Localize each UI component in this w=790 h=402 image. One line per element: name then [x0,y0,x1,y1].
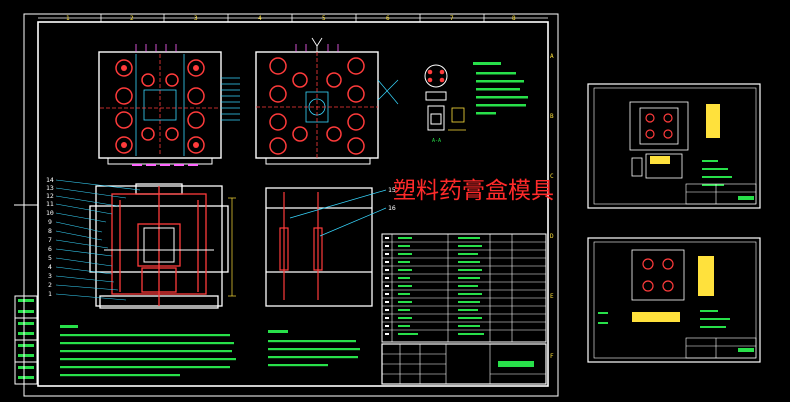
callout-label: 4 [48,263,52,271]
plan-view-fixed-half[interactable] [98,44,240,166]
sheet-2-preview[interactable] [587,83,761,209]
zone-number: 8 [512,15,516,22]
callout-label: 11 [46,200,54,208]
section-view-side[interactable]: 15 16 [265,186,396,307]
callout-label: 10 [46,209,54,217]
callout-label: 7 [48,236,52,244]
zone-strip-top [38,14,548,22]
zone-number: 6 [386,15,390,22]
callout-label: 1 [48,290,52,298]
callout-label: 16 [388,204,396,212]
left-margin-ruler [14,204,38,385]
plan-view-moving-half[interactable] [255,37,399,165]
part-detail-view[interactable]: A-A [424,64,466,144]
zone-number: 4 [258,15,262,22]
callout-label: 14 [46,176,54,184]
sheet-3-preview[interactable] [587,237,761,363]
section-label: A-A [432,138,441,144]
callout-label: 2 [48,281,52,289]
zone-letter-labels: A B C D E F [550,53,554,360]
callout-label: 12 [46,192,54,200]
callout-label: 15 [388,186,396,194]
parts-list-table[interactable] [381,233,547,343]
zone-letter: D [550,233,554,240]
work-principle-notes [60,325,236,377]
callout-label: 5 [48,254,52,262]
callout-label: 9 [48,218,52,226]
zone-letter: A [550,53,554,60]
section-view-assembly[interactable]: 14 13 12 11 10 9 8 7 6 5 4 3 2 1 [46,176,236,309]
technical-notes-block [473,62,528,115]
zone-letter: B [550,113,554,120]
callout-label: 8 [48,227,52,235]
drawing-title: 塑料药膏盒模具 [393,178,554,204]
main-sheet-frame [23,13,559,397]
technical-requirement-notes [268,330,360,367]
zone-number: 5 [322,15,326,22]
zone-number: 3 [194,15,198,22]
zone-number: 7 [450,15,454,22]
left-margin-labels [18,299,34,379]
title-block[interactable] [381,343,547,385]
zone-letter: E [550,293,554,300]
callout-label: 3 [48,272,52,280]
callout-label: 13 [46,184,54,192]
callout-label: 6 [48,245,52,253]
zone-number-labels: 1 2 3 4 5 6 7 8 [66,15,516,22]
zone-number: 1 [66,15,70,22]
zone-letter: C [550,173,554,180]
zone-number: 2 [130,15,134,22]
zone-letter: F [550,353,554,360]
